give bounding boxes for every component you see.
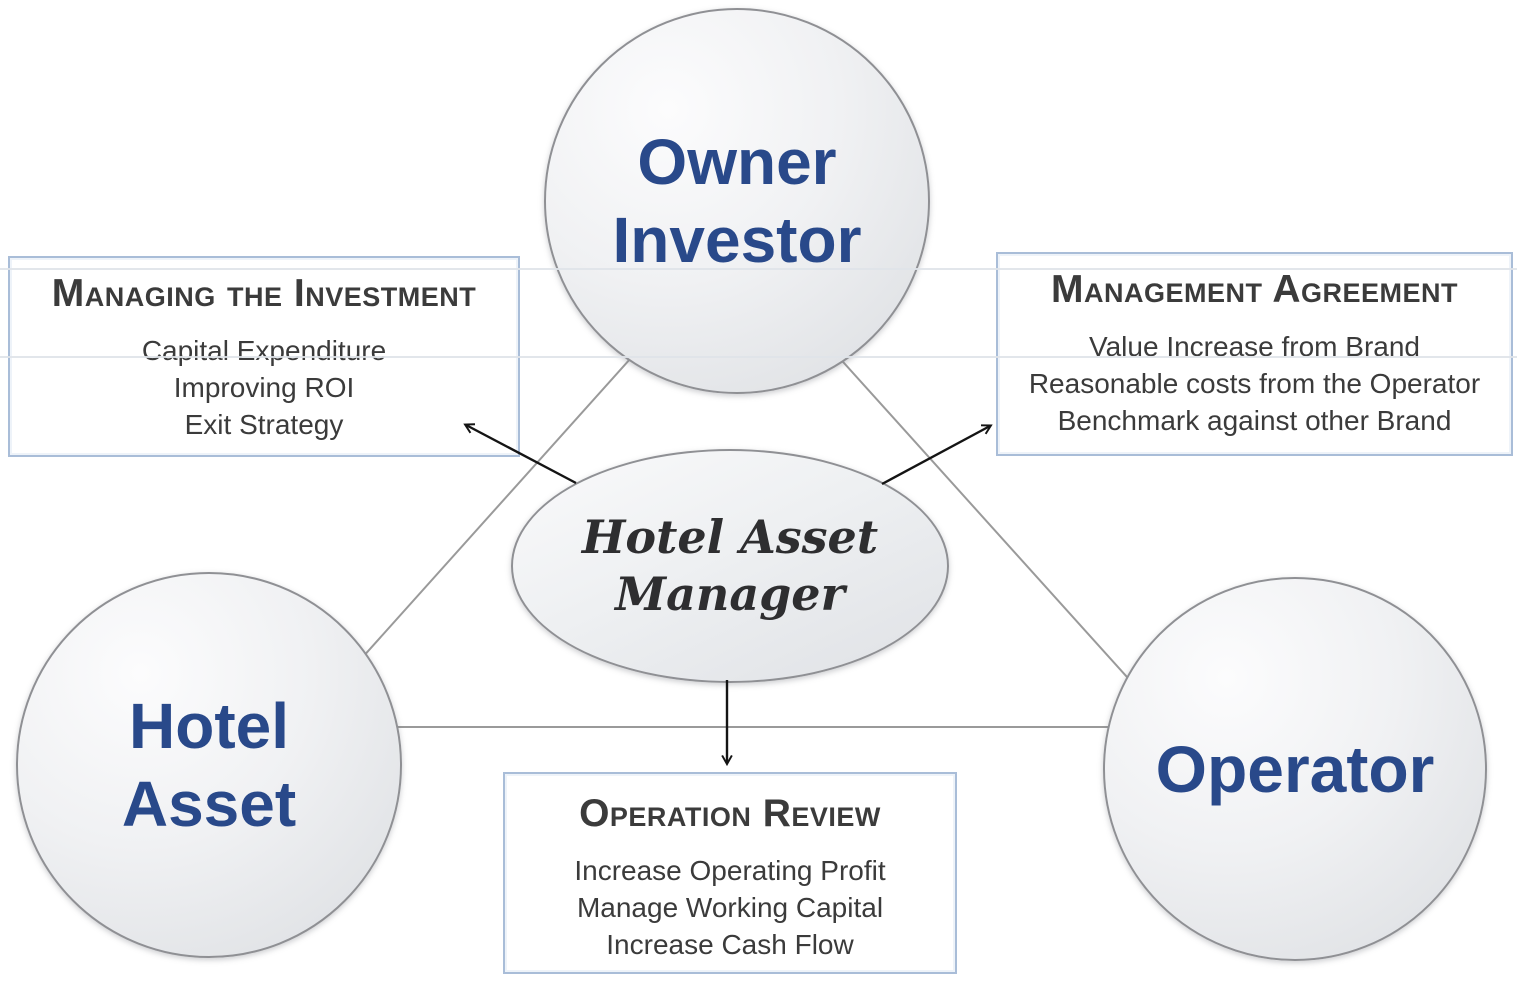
box-managing-items: Capital Expenditure Improving ROI Exit S… <box>142 332 386 443</box>
hotel-asset-line1: Hotel <box>129 690 289 762</box>
node-hotel-asset-manager-label: Hotel Asset Manager <box>582 509 878 623</box>
operation-item-1: Increase Operating Profit <box>574 855 886 886</box>
arrow-to-managing-the-investment <box>463 423 577 485</box>
ham-line2: Manager <box>615 567 845 621</box>
node-operator: Operator <box>1103 577 1487 961</box>
owner-investor-line2: Investor <box>612 204 862 276</box>
managing-item-1: Capital Expenditure <box>141 335 387 366</box>
node-hotel-asset: Hotel Asset <box>16 572 402 958</box>
triangle-edges <box>297 240 1175 728</box>
node-hotel-asset-label: Hotel Asset <box>122 687 296 843</box>
box-management-agreement: Management Agreement Value Increase from… <box>996 252 1513 456</box>
node-owner-investor-label: Owner Investor <box>613 123 862 279</box>
agreement-item-2: Reasonable costs from the Operator <box>1028 368 1481 399</box>
box-operation-title: Operation Review <box>579 792 881 835</box>
node-hotel-asset-manager: Hotel Asset Manager <box>511 449 949 683</box>
managing-item-2: Improving ROI <box>173 372 355 403</box>
arrow-to-management-agreement <box>881 424 993 486</box>
box-operation-items: Increase Operating Profit Manage Working… <box>574 852 885 963</box>
box-managing-title: Managing the Investment <box>51 272 477 315</box>
operation-item-2: Manage Working Capital <box>576 892 884 923</box>
operator-line1: Operator <box>1155 732 1435 806</box>
node-operator-label: Operator <box>1156 730 1435 808</box>
managing-item-3: Exit Strategy <box>184 409 344 440</box>
operation-item-3: Increase Cash Flow <box>606 929 854 960</box>
box-operation-review: Operation Review Increase Operating Prof… <box>503 772 957 974</box>
box-agreement-title: Management Agreement <box>1050 268 1459 311</box>
hotel-asset-line2: Asset <box>121 768 297 840</box>
owner-investor-line1: Owner <box>637 126 837 198</box>
agreement-item-3: Benchmark against other Brand <box>1057 405 1452 436</box>
ham-line1: Hotel Asset <box>581 510 879 564</box>
node-owner-investor: Owner Investor <box>544 8 930 394</box>
